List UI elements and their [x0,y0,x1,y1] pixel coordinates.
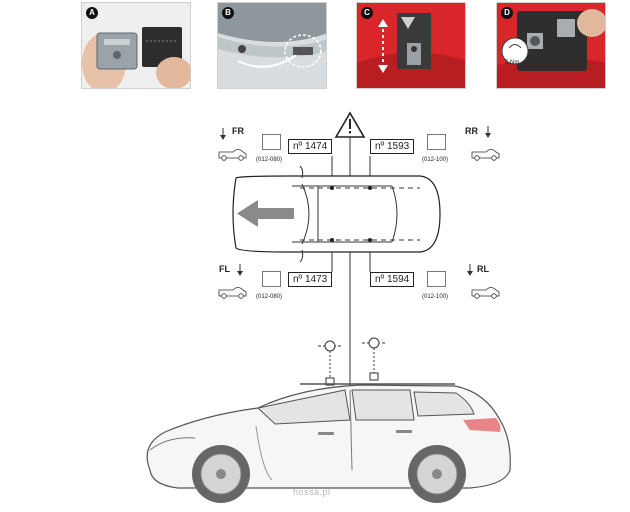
warning-triangle-icon [334,111,366,138]
part-number-rr: nº 1593 [370,139,415,154]
direction-arrow-icon [237,200,294,227]
ref-code-rl: (012-100) [422,294,449,300]
corner-label-rr: RR [465,126,478,136]
rr-car-icon [471,126,500,161]
car-side-view [146,383,511,503]
step-letter-d: D [501,7,513,19]
adapter-box-rr [427,134,446,150]
step-photo-a: A [81,2,191,89]
step-letter-c: C [361,7,373,19]
part-number-fr: nº 1474 [288,139,333,154]
mount-marker-front [318,340,342,386]
ref-code-rr: (012-100) [422,157,449,163]
part-number-rl: nº 1594 [370,272,415,287]
corner-label-fr: FR [232,126,244,136]
clamp-bracket-photo [82,3,190,88]
watermark: hossa.pl [293,487,331,497]
torque-wrench-photo [497,3,605,88]
rl-car-icon [467,264,500,299]
adapter-box-fl [262,271,281,287]
step-photo-c: C [356,2,466,89]
part-number-fl: nº 1473 [288,272,333,287]
step-letter-b: B [222,7,234,19]
corner-label-fl: FL [219,264,230,274]
adapter-box-fr [262,134,281,150]
ref-code-fr: (012-080) [256,157,283,163]
car-top-view [232,165,441,263]
door-frame-photo [218,3,326,88]
step-photo-d: D 5 Nm [496,2,606,89]
fl-car-icon [218,264,247,299]
adapter-box-rl [427,271,446,287]
step-photo-b: B [217,2,327,89]
corner-label-rl: RL [477,264,489,274]
torque-value: 5 Nm [505,60,520,66]
fr-car-icon [218,128,247,161]
foot-adjustment-photo [357,3,465,88]
mount-marker-rear [362,337,386,381]
step-letter-a: A [86,7,98,19]
ref-code-fl: (012-080) [256,294,283,300]
